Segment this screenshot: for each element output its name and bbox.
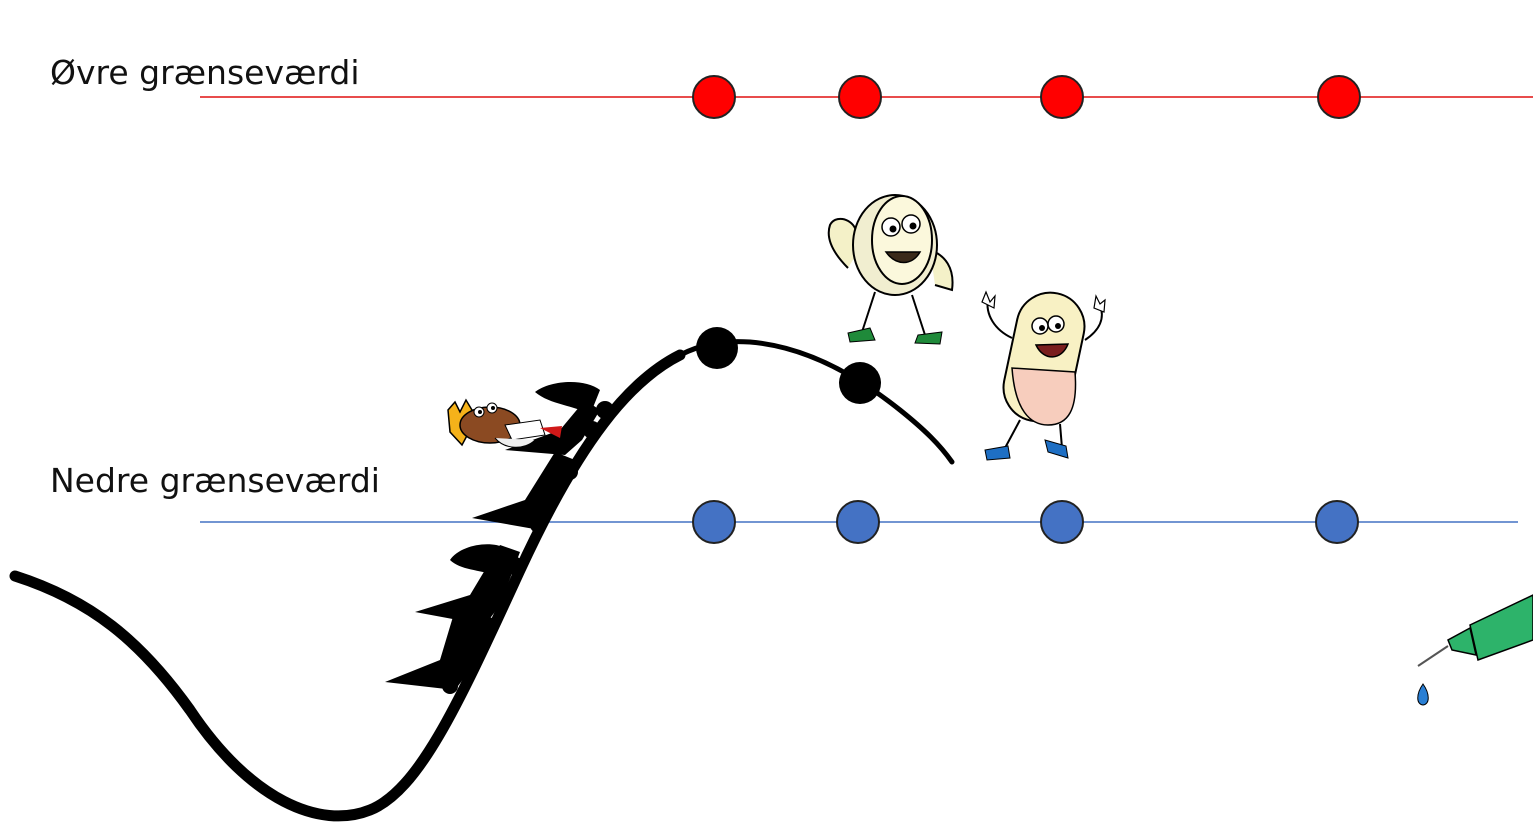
upper-dot — [1317, 75, 1361, 119]
upper-dot — [1040, 75, 1084, 119]
syringe-icon — [1417, 594, 1533, 706]
roller-coaster-cars — [385, 381, 614, 694]
lower-limit-dots — [692, 500, 1359, 544]
lower-dot — [836, 500, 880, 544]
lower-dot — [1315, 500, 1359, 544]
happy-capsule-icon — [981, 290, 1106, 461]
upper-dot — [838, 75, 882, 119]
drop-icon — [1417, 683, 1429, 706]
coaster-car — [505, 381, 614, 455]
lower-dot — [1040, 500, 1084, 544]
curve-dot — [696, 327, 738, 369]
upper-dot — [692, 75, 736, 119]
upper-limit-label: Øvre grænseværdi — [50, 53, 360, 92]
curve-dot — [839, 362, 881, 404]
upper-limit-dots — [692, 75, 1361, 119]
happy-tablet-icon — [827, 194, 954, 345]
roller-coaster-rider-icon — [447, 398, 562, 448]
concentration-curve-thick — [9, 349, 686, 822]
lower-limit-label: Nedre grænseværdi — [50, 461, 380, 500]
coaster-car — [472, 452, 578, 533]
lower-dot — [692, 500, 736, 544]
coaster-car — [415, 544, 524, 628]
